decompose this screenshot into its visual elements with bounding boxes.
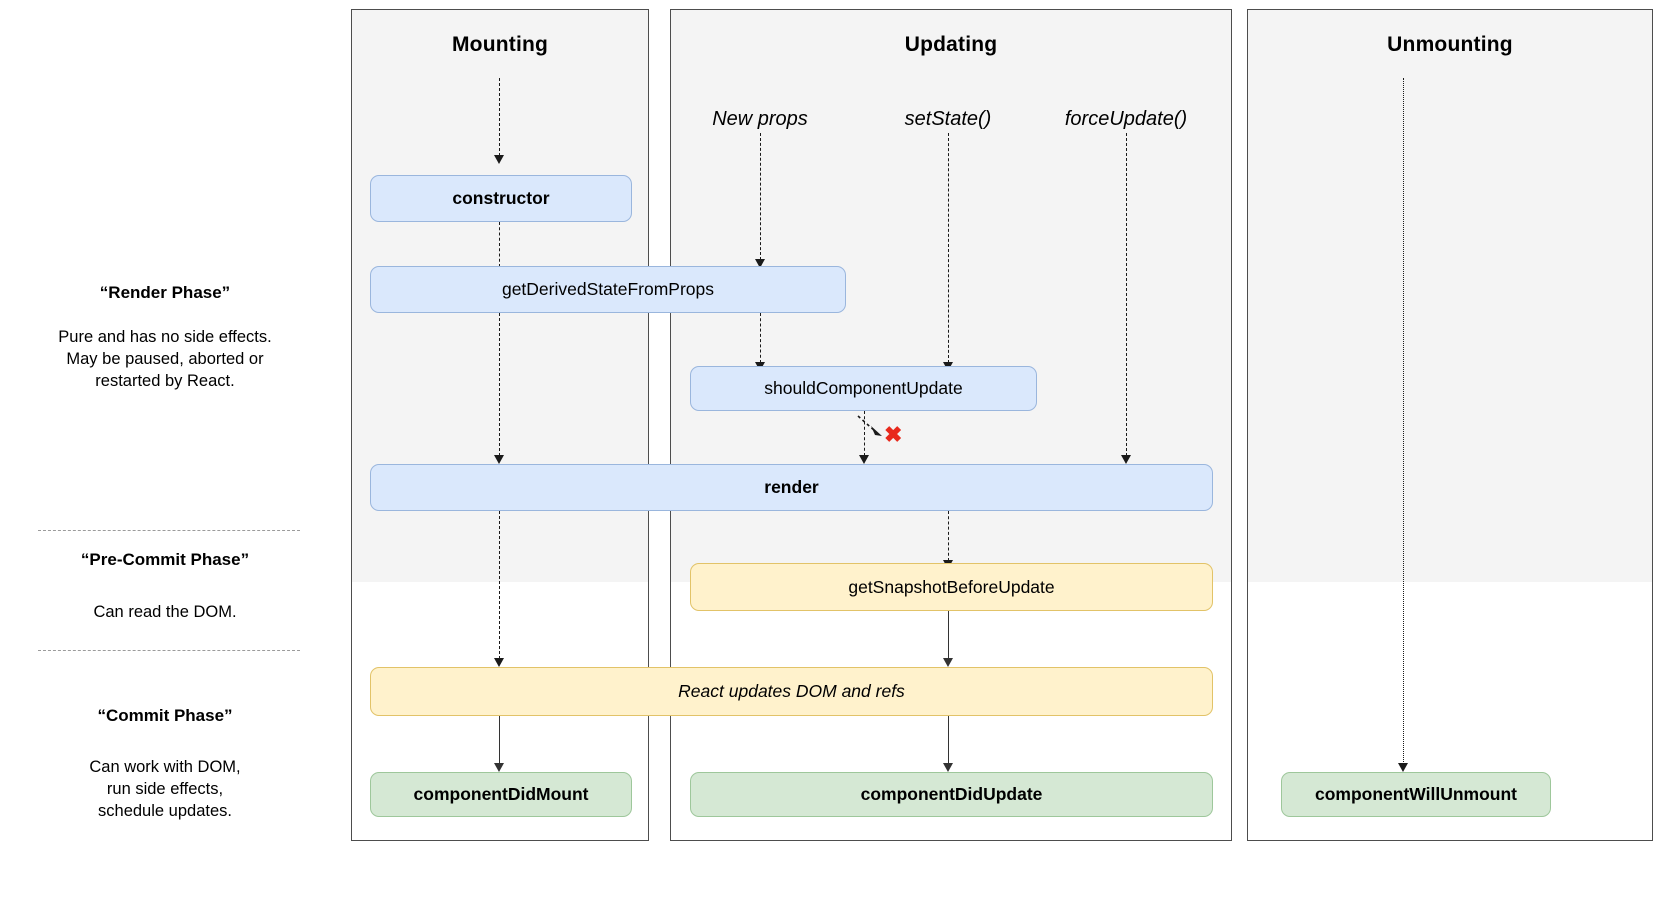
phase-divider-bottom	[38, 650, 300, 651]
arrowhead-get-snapshot-to-react-updates-dom	[943, 658, 953, 667]
phase-description-render: Pure and has no side effects.May be paus…	[58, 328, 272, 390]
column-title-unmounting: Unmounting	[1387, 33, 1513, 56]
arrowhead-derived-state-to-render	[494, 455, 504, 464]
unmounting-render-band	[1248, 10, 1652, 582]
arrowhead-mounting-to-constructor	[494, 155, 504, 164]
mounting-column-frame	[351, 9, 649, 841]
skip-render-x-icon: ✖	[884, 422, 903, 447]
node-render[interactable]: render	[370, 464, 1213, 511]
arrow-dom-to-component-did-update	[948, 716, 949, 764]
arrow-derived-state-to-render	[499, 313, 500, 456]
phase-divider-top	[38, 530, 300, 531]
node-component-did-mount[interactable]: componentDidMount	[370, 772, 632, 817]
phase-description-commit: Can work with DOM,run side effects,sched…	[89, 758, 241, 820]
arrow-mounting-to-constructor	[499, 78, 500, 156]
arrow-render-to-get-snapshot	[948, 511, 949, 561]
trigger-label-new-props: New props	[712, 108, 808, 130]
node-should-component-update[interactable]: shouldComponentUpdate	[690, 366, 1037, 411]
node-constructor[interactable]: constructor	[370, 175, 632, 222]
column-title-mounting: Mounting	[451, 33, 549, 56]
arrow-render-to-react-updates-dom-mounting	[499, 511, 500, 659]
phase-title-render: “Render Phase”	[99, 283, 231, 302]
arrowhead-unmounting-to-component-will-unmount	[1398, 763, 1408, 772]
arrow-derived-state-to-should-update	[760, 313, 761, 363]
arrowhead-new-props-to-derived-state	[755, 259, 765, 268]
phase-title-pre-commit: “Pre-Commit Phase”	[80, 550, 250, 569]
arrow-new-props-to-derived-state	[760, 133, 761, 260]
updating-column-frame	[670, 9, 1232, 841]
arrow-force-update-to-render	[1126, 133, 1127, 456]
arrow-get-snapshot-to-react-updates-dom	[948, 611, 949, 659]
phase-description-pre-commit: Can read the DOM.	[93, 603, 237, 621]
arrow-unmounting-to-component-will-unmount	[1403, 78, 1404, 764]
arrow-dom-to-component-did-mount	[499, 716, 500, 764]
phase-title-commit: “Commit Phase”	[97, 706, 233, 725]
unmounting-column-frame	[1247, 9, 1653, 841]
arrow-constructor-to-derived-state	[499, 222, 500, 267]
trigger-label-set-state: setState()	[904, 108, 992, 130]
arrow-set-state-to-should-update	[948, 133, 949, 363]
column-title-updating: Updating	[904, 33, 998, 56]
arrow-should-update-skip-branch	[857, 415, 882, 436]
arrowhead-should-update-to-render	[859, 455, 869, 464]
arrowhead-render-to-react-updates-dom-mounting	[494, 658, 504, 667]
node-get-derived-state-from-props[interactable]: getDerivedStateFromProps	[370, 266, 846, 313]
trigger-label-force-update: forceUpdate()	[1064, 108, 1188, 130]
node-component-will-unmount[interactable]: componentWillUnmount	[1281, 772, 1551, 817]
node-component-did-update[interactable]: componentDidUpdate	[690, 772, 1213, 817]
arrowhead-dom-to-component-did-mount	[494, 763, 504, 772]
node-get-snapshot-before-update[interactable]: getSnapshotBeforeUpdate	[690, 563, 1213, 611]
arrowhead-force-update-to-render	[1121, 455, 1131, 464]
arrowhead-dom-to-component-did-update	[943, 763, 953, 772]
node-react-updates-dom-and-refs[interactable]: React updates DOM and refs	[370, 667, 1213, 716]
arrow-should-update-to-render	[864, 411, 865, 456]
